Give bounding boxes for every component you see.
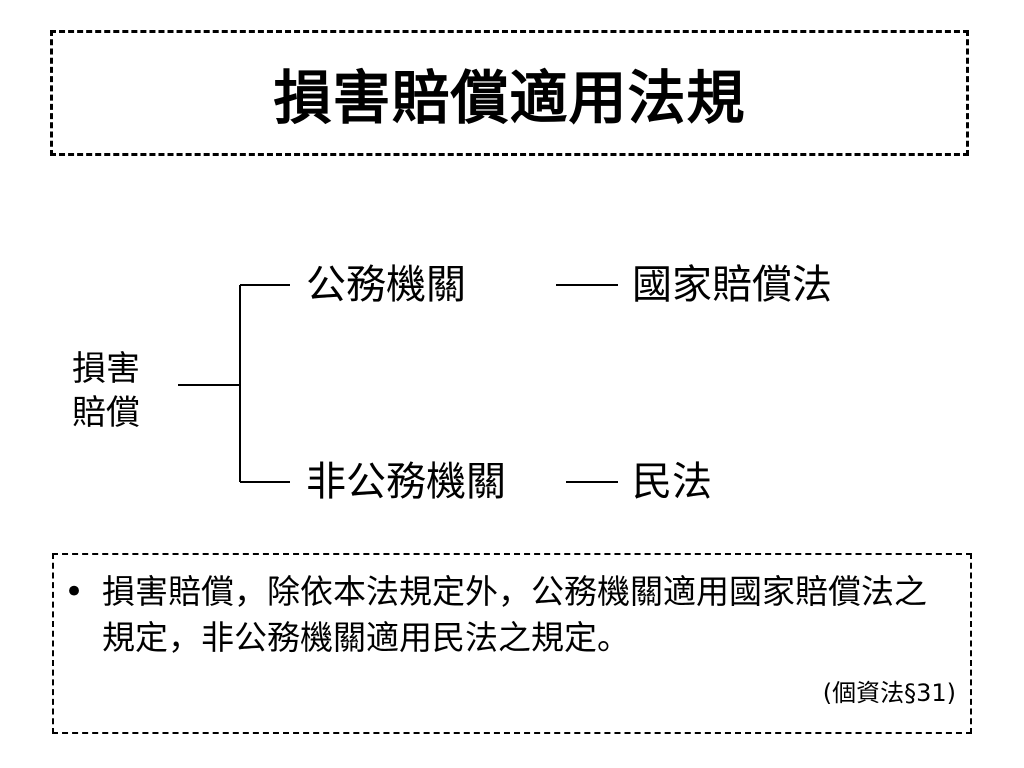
root-label-line-1: 損害 xyxy=(72,349,140,389)
law-civil-code: 民法 xyxy=(632,459,712,505)
page-title: 損害賠償適用法規 xyxy=(273,64,746,132)
root-label-line-2: 賠償 xyxy=(72,393,140,433)
note-source: (個資法§31) xyxy=(822,679,956,707)
note-box: • 損害賠償，除依本法規定外，公務機關適用國家賠償法之規定，非公務機關適用民法之… xyxy=(52,553,972,734)
note-text: 損害賠償，除依本法規定外，公務機關適用國家賠償法之規定，非公務機關適用民法之規定… xyxy=(102,572,927,657)
title-box: 損害賠償適用法規 xyxy=(50,30,969,156)
law-state-compensation-act: 國家賠償法 xyxy=(632,262,832,308)
entity-non-public-agency: 非公務機關 xyxy=(306,459,506,505)
bullet-icon: • xyxy=(64,572,85,612)
entity-public-agency: 公務機關 xyxy=(306,262,466,308)
